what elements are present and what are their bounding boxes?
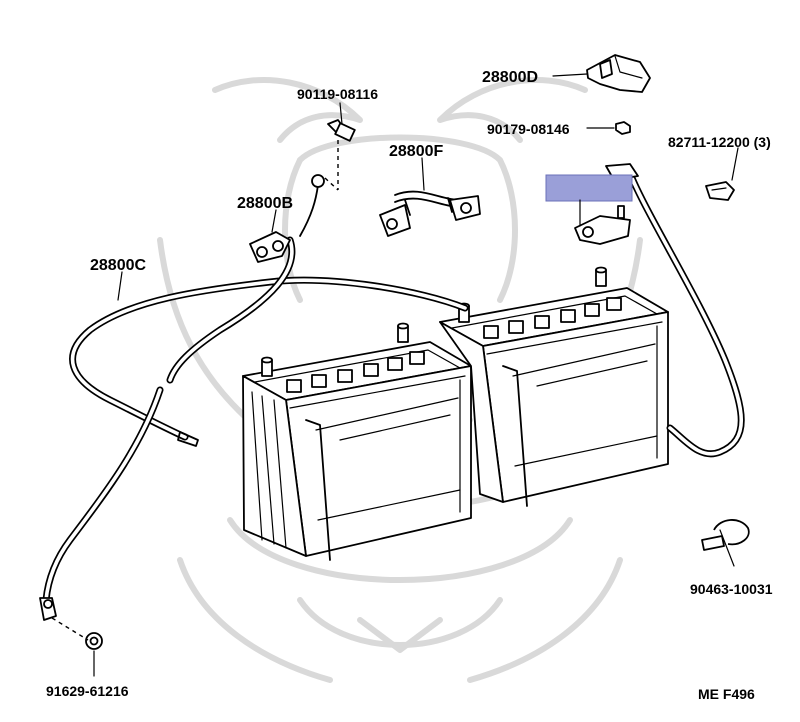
connector-28800F[interactable] bbox=[379, 190, 481, 237]
bolt-icon bbox=[327, 119, 356, 142]
leader-lines bbox=[51, 73, 739, 677]
highlighted-part-marker[interactable] bbox=[545, 174, 633, 202]
cover-28800D[interactable] bbox=[586, 54, 651, 93]
label-90119-08116: 90119-08116 bbox=[297, 86, 378, 102]
bolt-icon bbox=[85, 632, 103, 650]
terminal-clamp-right bbox=[574, 199, 631, 245]
footer-code: ME F496 bbox=[698, 686, 755, 702]
label-90463-10031: 90463-10031 bbox=[690, 581, 773, 597]
label-28800D: 28800D bbox=[482, 69, 538, 86]
ring-terminal-lower bbox=[39, 597, 57, 621]
part-labels: 28800D 90119-08116 90179-08146 82711-122… bbox=[46, 69, 773, 702]
label-90179-08146: 90179-08146 bbox=[487, 121, 570, 137]
label-28800B: 28800B bbox=[237, 195, 293, 212]
cable-28800C[interactable] bbox=[69, 276, 469, 447]
battery-right[interactable] bbox=[439, 266, 669, 507]
label-82711-12200: 82711-12200 (3) bbox=[668, 134, 771, 150]
cable-clamp-icon bbox=[705, 181, 735, 201]
cable-28800B[interactable] bbox=[39, 174, 325, 621]
label-28800F: 28800F bbox=[389, 143, 443, 160]
terminal-icon bbox=[261, 322, 409, 377]
cell-caps-right bbox=[483, 297, 622, 339]
label-91629-61216: 91629-61216 bbox=[46, 683, 129, 699]
cell-caps-left bbox=[286, 351, 425, 393]
battery-left[interactable] bbox=[242, 322, 472, 561]
terminal-clamp-28800B bbox=[249, 231, 291, 263]
nut-icon bbox=[615, 121, 631, 135]
label-28800C: 28800C bbox=[90, 257, 146, 274]
